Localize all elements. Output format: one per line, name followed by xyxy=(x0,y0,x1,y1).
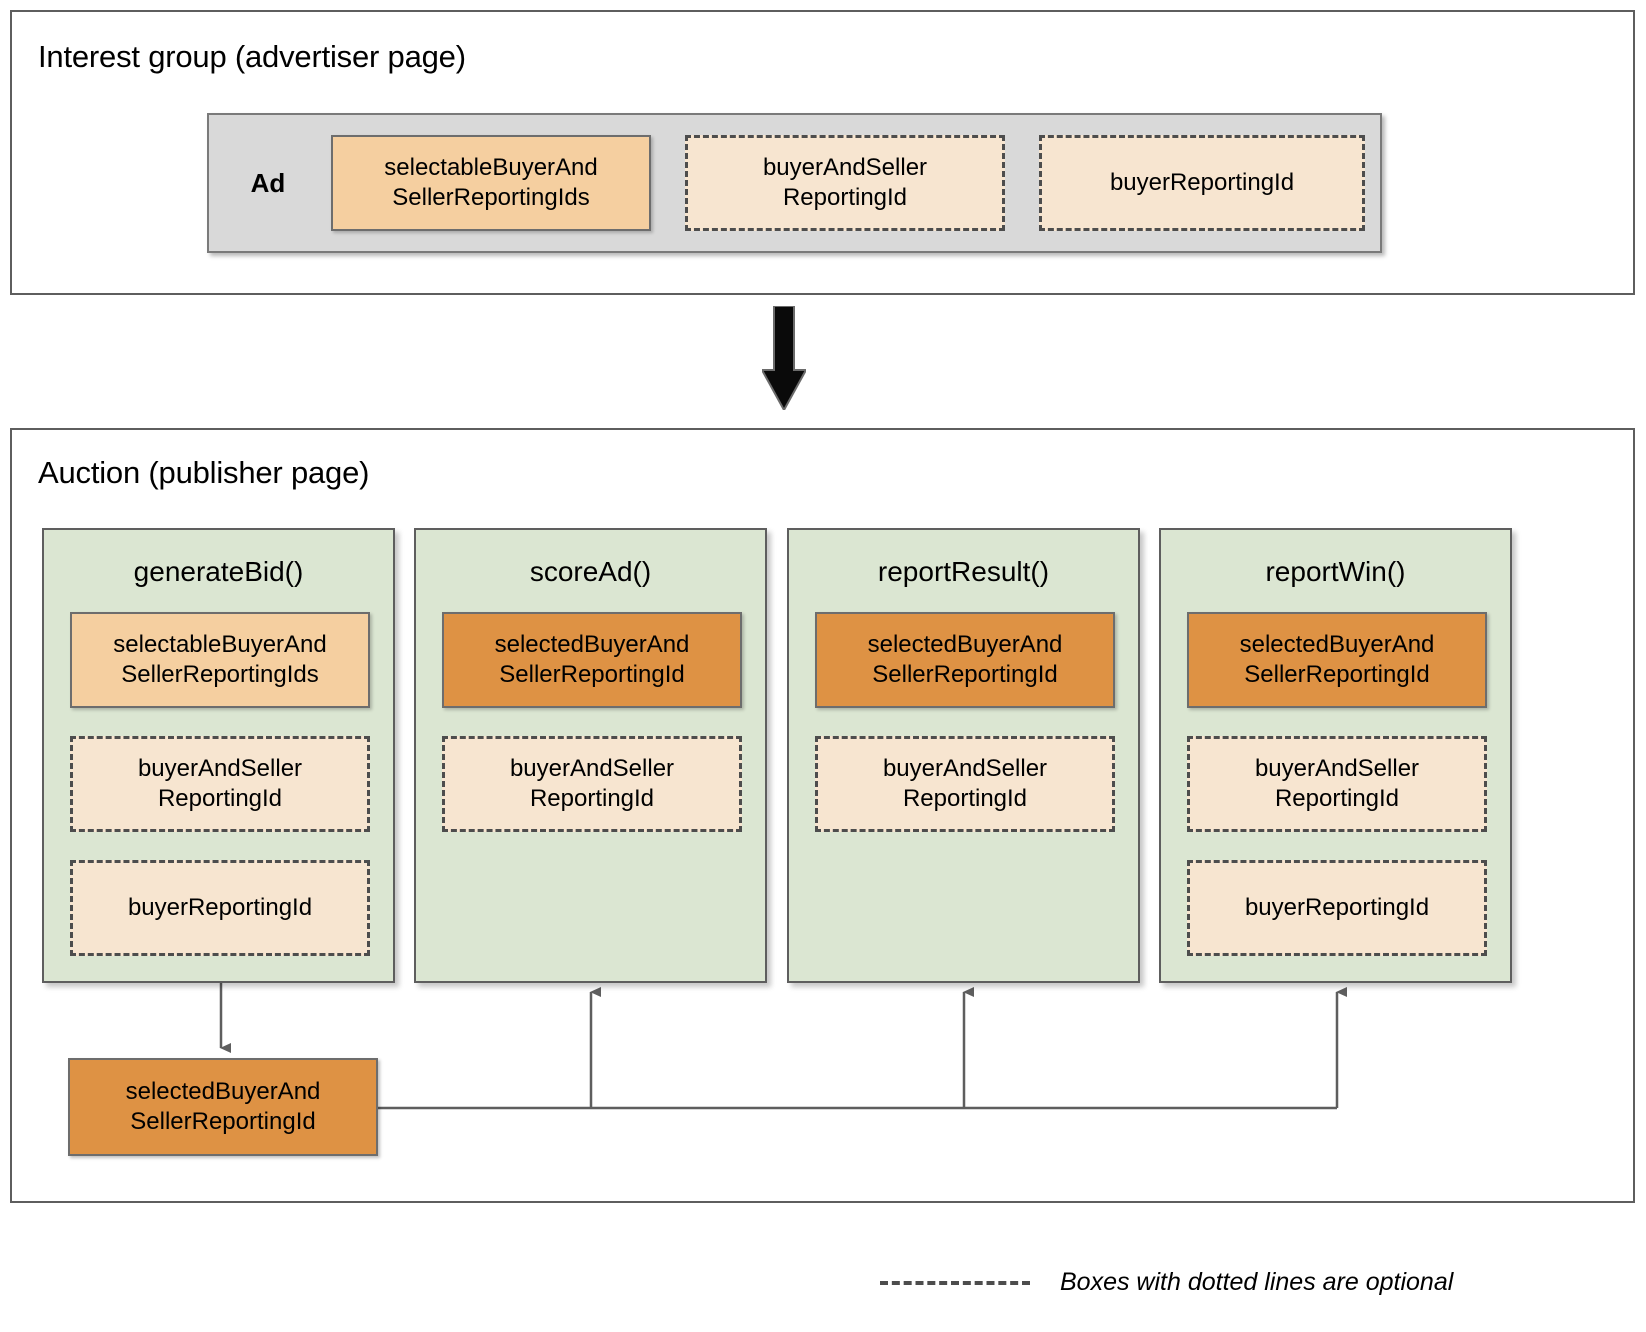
generatebid-box-selectable-buyer-and-seller-reporting-ids: selectableBuyerAnd SellerReportingIds xyxy=(70,612,370,708)
interest-group-section: Interest group (advertiser page) Ad sele… xyxy=(10,10,1635,295)
ad-container: Ad selectableBuyerAnd SellerReportingIds… xyxy=(207,113,1382,253)
function-title-reportresult: reportResult() xyxy=(877,556,1050,587)
function-title-scoread: scoreAd() xyxy=(529,556,652,587)
reportresult-box-selected-buyer-and-seller-reporting-id: selectedBuyerAnd SellerReportingId xyxy=(815,612,1115,708)
auction-title: Auction (publisher page) xyxy=(38,455,370,490)
generatebid-box-buyer-reporting-id: buyerReportingId xyxy=(70,860,370,956)
ad-label: Ad xyxy=(250,167,286,198)
reportwin-box-buyer-and-seller-reporting-id: buyerAndSeller ReportingId xyxy=(1187,736,1487,832)
interest-group-title: Interest group (advertiser page) xyxy=(38,39,466,74)
function-title-generatebid: generateBid() xyxy=(133,556,304,587)
function-column-reportwin: reportWin() selectedBuyerAnd SellerRepor… xyxy=(1159,528,1512,983)
function-column-generatebid: generateBid() selectableBuyerAnd SellerR… xyxy=(42,528,395,983)
legend: Boxes with dotted lines are optional xyxy=(880,1268,1453,1297)
reportwin-box-selected-buyer-and-seller-reporting-id: selectedBuyerAnd SellerReportingId xyxy=(1187,612,1487,708)
ad-box-selectable-buyer-and-seller-reporting-ids: selectableBuyerAnd SellerReportingIds xyxy=(331,135,651,231)
legend-label: Boxes with dotted lines are optional xyxy=(1060,1268,1454,1296)
scoread-box-buyer-and-seller-reporting-id: buyerAndSeller ReportingId xyxy=(442,736,742,832)
ad-box-buyer-and-seller-reporting-id: buyerAndSeller ReportingId xyxy=(685,135,1005,231)
generatebid-box-buyer-and-seller-reporting-id: buyerAndSeller ReportingId xyxy=(70,736,370,832)
function-column-reportresult: reportResult() selectedBuyerAnd SellerRe… xyxy=(787,528,1140,983)
reportwin-box-buyer-reporting-id: buyerReportingId xyxy=(1187,860,1487,956)
ad-box-buyer-reporting-id: buyerReportingId xyxy=(1039,135,1365,231)
result-box-selected-buyer-and-seller-reporting-id: selectedBuyerAnd SellerReportingId xyxy=(68,1058,378,1156)
scoread-box-selected-buyer-and-seller-reporting-id: selectedBuyerAnd SellerReportingId xyxy=(442,612,742,708)
function-title-reportwin: reportWin() xyxy=(1265,556,1406,587)
down-arrow-icon xyxy=(762,306,806,410)
function-column-scoread: scoreAd() selectedBuyerAnd SellerReporti… xyxy=(414,528,767,983)
legend-dashed-line-swatch xyxy=(880,1280,1030,1285)
reportresult-box-buyer-and-seller-reporting-id: buyerAndSeller ReportingId xyxy=(815,736,1115,832)
